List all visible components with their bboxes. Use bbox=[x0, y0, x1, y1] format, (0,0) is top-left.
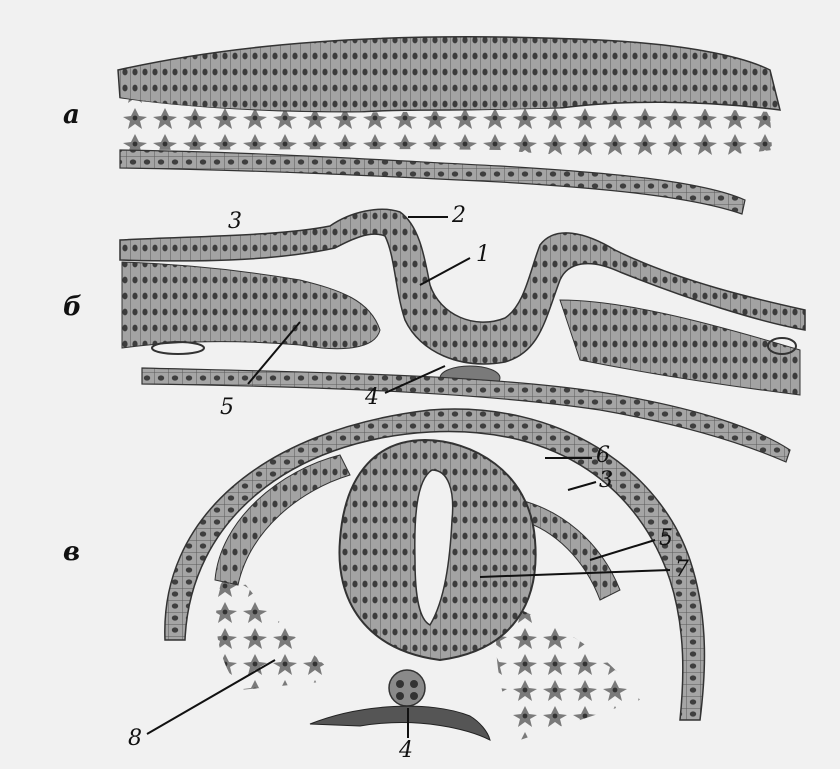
callout-5-right: 5 bbox=[659, 526, 673, 551]
callout-3-top: 3 bbox=[228, 209, 242, 234]
panel-v-drawing bbox=[165, 409, 705, 740]
panel-a-drawing bbox=[118, 37, 780, 214]
panel-label-a: а bbox=[63, 100, 80, 130]
leader-5-right bbox=[590, 540, 655, 560]
leader-8 bbox=[147, 660, 275, 734]
callout-4-bottom: 4 bbox=[399, 738, 413, 763]
panel-label-v: в bbox=[63, 537, 80, 567]
callout-1: 1 bbox=[476, 242, 490, 267]
callout-8: 8 bbox=[128, 726, 142, 751]
callout-4-mid: 4 bbox=[365, 385, 379, 410]
callout-6: 6 bbox=[596, 443, 610, 468]
leader-3-bottom bbox=[568, 482, 596, 490]
callout-2: 2 bbox=[452, 203, 466, 228]
panel-label-b: б bbox=[63, 292, 82, 322]
callout-7: 7 bbox=[675, 557, 689, 582]
callout-5-left: 5 bbox=[220, 395, 234, 420]
callout-3-bottom: 3 bbox=[599, 468, 613, 493]
